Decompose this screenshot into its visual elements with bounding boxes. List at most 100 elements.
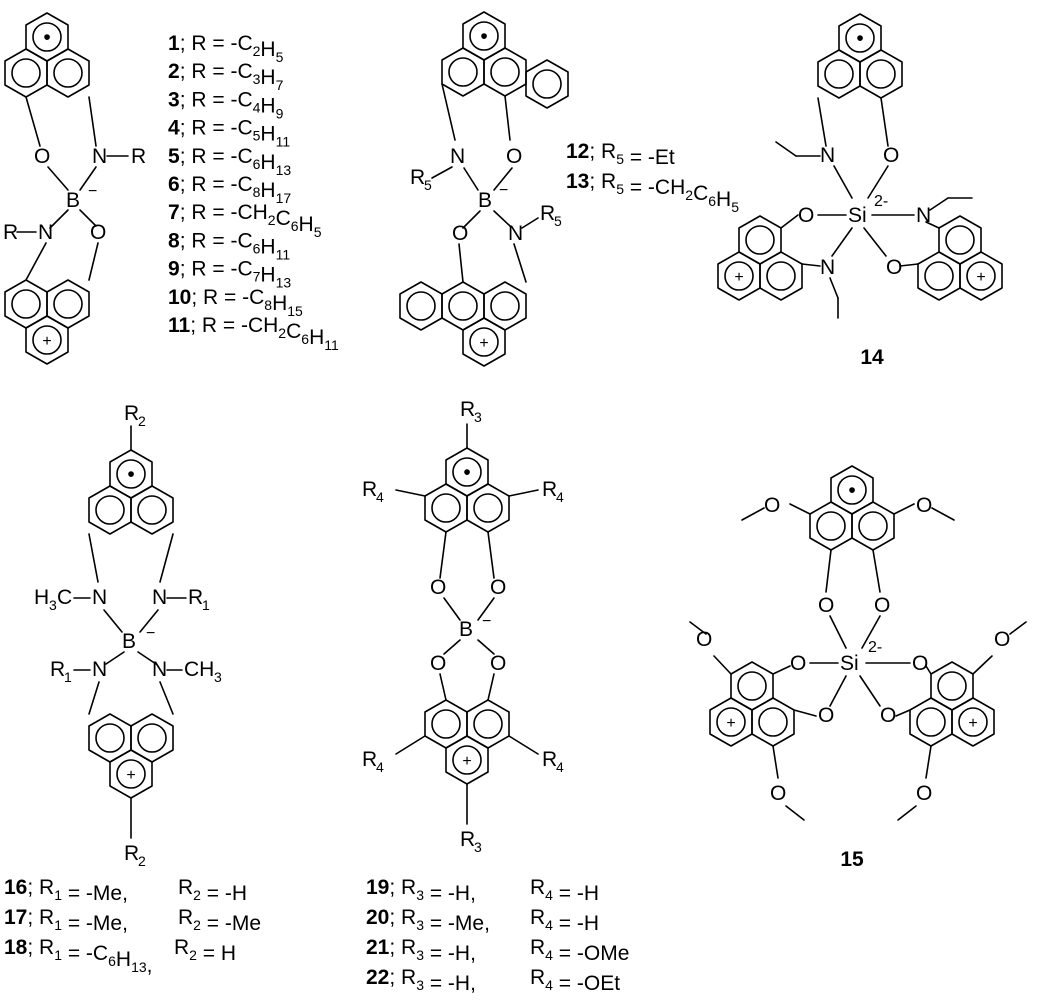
oxygen-atom: O <box>874 594 890 617</box>
phenalenyl-radical-top <box>4 12 90 98</box>
phenalenyl-cation-bottom <box>399 281 527 367</box>
nitrogen-atom: N <box>916 204 931 227</box>
oxygen-atom: O <box>916 494 932 517</box>
oxygen-atom: O <box>886 256 902 279</box>
oxygen-atom: O <box>798 204 814 227</box>
oxygen-atom: O <box>90 221 106 244</box>
boron-atom: B <box>122 630 136 653</box>
legend-row: 8; R = -C6H11 <box>168 229 290 262</box>
r1-substituent: R <box>50 658 65 681</box>
methyl-group: H <box>34 586 49 609</box>
svg-text:3: 3 <box>49 597 57 613</box>
legend-row-r4: R4 = -OEt <box>530 966 620 995</box>
oxygen-atom: O <box>994 628 1010 651</box>
svg-text:3: 3 <box>214 669 222 685</box>
r4-substituent: R <box>542 748 557 771</box>
svg-text:2: 2 <box>138 413 146 429</box>
legend-row: 18; R1 = -C6H13, <box>4 936 152 977</box>
legend-row-r2: R2 = -Me <box>178 906 261 935</box>
oxygen-atom: O <box>916 782 932 805</box>
methyl-group: CH <box>184 658 214 681</box>
oxygen-atom: O <box>430 576 446 599</box>
radical-dot: • <box>856 27 863 50</box>
legend-16-18: 16; R1 = -Me,R2 = -H17; R1 = -Me,R2 = -M… <box>4 876 261 977</box>
legend-row: 13; R5 = -CH2C6H5 <box>566 170 739 215</box>
svg-text:4: 4 <box>556 759 564 775</box>
cation-plus: + <box>976 269 985 286</box>
oxygen-atom: O <box>490 576 506 599</box>
legend-row: 3; R = -C4H9 <box>168 88 284 121</box>
radical-dot: • <box>43 26 50 49</box>
nitrogen-atom: N <box>820 256 835 279</box>
legend-row: 20; R3 = -Me, <box>366 906 490 935</box>
structure-14: • N O Si 2- O N N O + <box>717 13 1003 369</box>
structure-12-13: • N O R 5 B − O N R 5 + <box>399 11 569 367</box>
nitrogen-atom: N <box>820 144 835 167</box>
legend-row: 12; R5 = -Et <box>566 140 675 169</box>
legend-row: 21; R3 = -H, <box>366 936 476 965</box>
radical-dot: • <box>463 461 470 484</box>
charge-two-minus: 2- <box>874 193 888 210</box>
oxygen-atom: O <box>790 652 806 675</box>
phenalenyl-cation-bottom <box>4 279 90 365</box>
r4-substituent: R <box>542 478 557 501</box>
phenalenyl-cation-bottom <box>424 699 510 785</box>
svg-text:4: 4 <box>376 759 384 775</box>
charge-minus: − <box>482 613 491 630</box>
charge-minus: − <box>499 182 508 199</box>
svg-text:4: 4 <box>556 489 564 505</box>
nitrogen-atom: N <box>38 221 53 244</box>
oxygen-atom: O <box>818 594 834 617</box>
r5-substituent: R <box>540 202 555 225</box>
cation-plus: + <box>479 335 488 352</box>
legend-row-r4: R4 = -OMe <box>530 936 629 965</box>
svg-text:2: 2 <box>138 853 146 869</box>
cation-plus: + <box>734 269 743 286</box>
compound-number: 15 <box>840 848 864 871</box>
cation-plus: + <box>42 333 51 350</box>
oxygen-atom: O <box>506 145 522 168</box>
oxygen-atom: O <box>34 145 50 168</box>
fused-benzo-ring <box>525 59 569 109</box>
oxygen-atom: O <box>452 222 468 245</box>
r3-substituent: R <box>460 398 475 421</box>
legend-row-r2: R2 = H <box>174 936 236 965</box>
svg-text:4: 4 <box>376 489 384 505</box>
nitrogen-atom: N <box>450 145 465 168</box>
boron-atom: B <box>66 189 80 212</box>
oxygen-atom: O <box>818 704 834 727</box>
radical-dot: • <box>127 463 134 486</box>
oxygen-atom: O <box>770 782 786 805</box>
nitrogen-atom: N <box>152 586 167 609</box>
silicon-atom: Si <box>848 204 867 227</box>
nitrogen-atom: N <box>508 222 523 245</box>
svg-text:3: 3 <box>474 409 482 425</box>
r2-substituent: R <box>124 842 139 865</box>
structure-19-22: R 3 • R 4 R 4 O O B − O O <box>362 398 564 855</box>
legend-row: 17; R1 = -Me, <box>4 906 128 935</box>
r-substituent: R <box>131 145 146 168</box>
legend-row: 5; R = -C6H13 <box>168 145 291 178</box>
fused-benzo-ring <box>399 281 443 331</box>
svg-text:3: 3 <box>474 839 482 855</box>
svg-text:5: 5 <box>424 177 432 193</box>
legend-row: 11; R = -CH2C6H11 <box>168 314 339 353</box>
svg-text:1: 1 <box>202 597 210 613</box>
charge-two-minus: 2- <box>868 639 882 656</box>
legend-row-r2: R2 = -H <box>178 876 247 905</box>
legend-row-r4: R4 = -H <box>530 906 599 935</box>
r-substituent: R <box>3 221 18 244</box>
boron-atom: B <box>459 618 473 641</box>
nitrogen-atom: N <box>92 586 107 609</box>
structure-1-11: • O N R B − R N O + <box>3 12 146 365</box>
radical-dot: • <box>480 25 487 48</box>
charge-minus: − <box>88 183 97 200</box>
nitrogen-atom: N <box>92 145 107 168</box>
legend-19-22: 19; R3 = -H,R4 = -H20; R3 = -Me,R4 = -H2… <box>366 876 629 995</box>
legend-row: 4; R = -C5H11 <box>168 117 290 150</box>
r3-substituent: R <box>460 828 475 851</box>
phenalenyl-cation-left <box>709 661 795 747</box>
oxygen-atom: O <box>912 652 928 675</box>
